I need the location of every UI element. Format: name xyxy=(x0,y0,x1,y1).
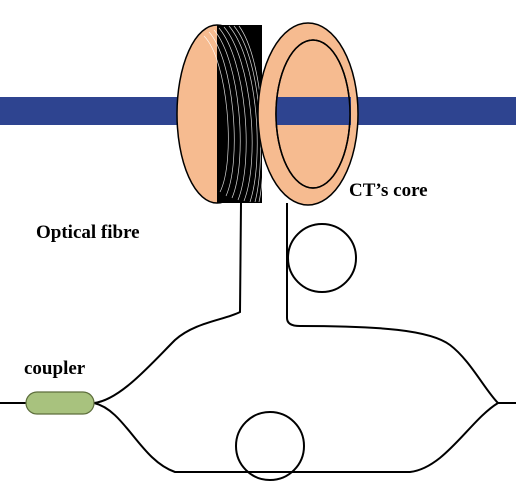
fibre-loop-lower xyxy=(235,411,305,481)
coupler-component xyxy=(25,391,95,415)
fibre-paths xyxy=(0,202,516,473)
fibre-winding xyxy=(203,25,264,203)
lower-arm-fibre xyxy=(93,402,499,473)
fibre-loop-upper xyxy=(287,223,357,293)
conductor-through-core xyxy=(276,97,351,125)
coupler-label: coupler xyxy=(24,358,86,379)
optical-fibre-label: Optical fibre xyxy=(36,222,140,243)
ct-core-label: CT’s core xyxy=(349,180,428,201)
return-fibre xyxy=(286,203,499,404)
upper-arm-fibre xyxy=(93,202,242,404)
